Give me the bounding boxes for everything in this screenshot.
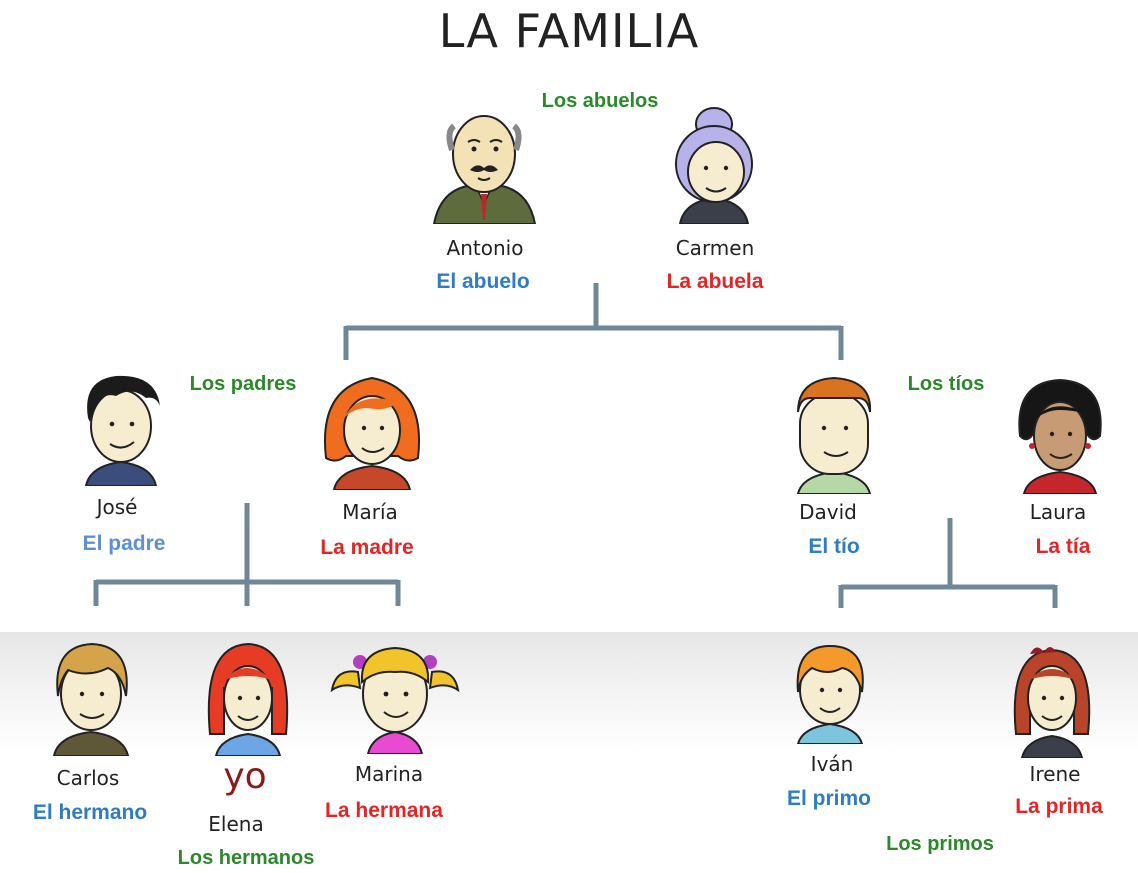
carlos-avatar <box>52 642 130 756</box>
marina-name: Marina <box>354 762 424 786</box>
laura-role: La tía <box>1035 535 1091 558</box>
connector-tios <box>838 518 1058 608</box>
group-label-primos: Los primos <box>886 833 994 855</box>
carlos-role: El hermano <box>32 801 148 824</box>
page-title: LA FAMILIA <box>438 4 700 58</box>
marina-avatar <box>330 646 460 754</box>
marina-role: La hermana <box>325 799 443 822</box>
group-label-padres: Los padres <box>189 373 297 395</box>
ivan-name: Iván <box>810 752 854 776</box>
jose-role: El padre <box>82 532 166 555</box>
jose-name: José <box>96 495 138 519</box>
david-avatar <box>796 376 872 494</box>
carmen-name: Carmen <box>675 236 755 260</box>
antonio-role: El abuelo <box>436 270 530 293</box>
laura-name: Laura <box>1029 500 1087 524</box>
ivan-role: El primo <box>786 787 872 810</box>
connector-abuelos <box>343 283 844 360</box>
laura-avatar <box>1018 378 1102 494</box>
maria-avatar <box>324 376 420 490</box>
jose-avatar <box>84 375 160 486</box>
david-name: David <box>799 500 857 524</box>
carmen-role: La abuela <box>666 270 764 293</box>
connector-padres <box>93 503 401 606</box>
irene-name: Irene <box>1029 762 1081 786</box>
irene-avatar <box>1013 647 1091 758</box>
yo-label: yo <box>223 756 267 797</box>
carmen-avatar <box>675 107 753 224</box>
background-band <box>0 632 1138 752</box>
david-role: El tío <box>808 535 860 558</box>
maria-name: María <box>342 500 398 524</box>
group-label-tios: Los tíos <box>907 373 985 395</box>
elena-avatar <box>207 642 289 756</box>
group-label-hermanos: Los hermanos <box>177 847 315 869</box>
maria-role: La madre <box>320 536 414 559</box>
irene-role: La prima <box>1015 795 1103 818</box>
group-label-abuelos: Los abuelos <box>541 90 659 112</box>
carlos-name: Carlos <box>56 766 120 790</box>
ivan-avatar <box>796 644 864 744</box>
antonio-name: Antonio <box>446 236 524 260</box>
antonio-avatar <box>432 115 537 224</box>
elena-name: Elena <box>208 812 264 836</box>
